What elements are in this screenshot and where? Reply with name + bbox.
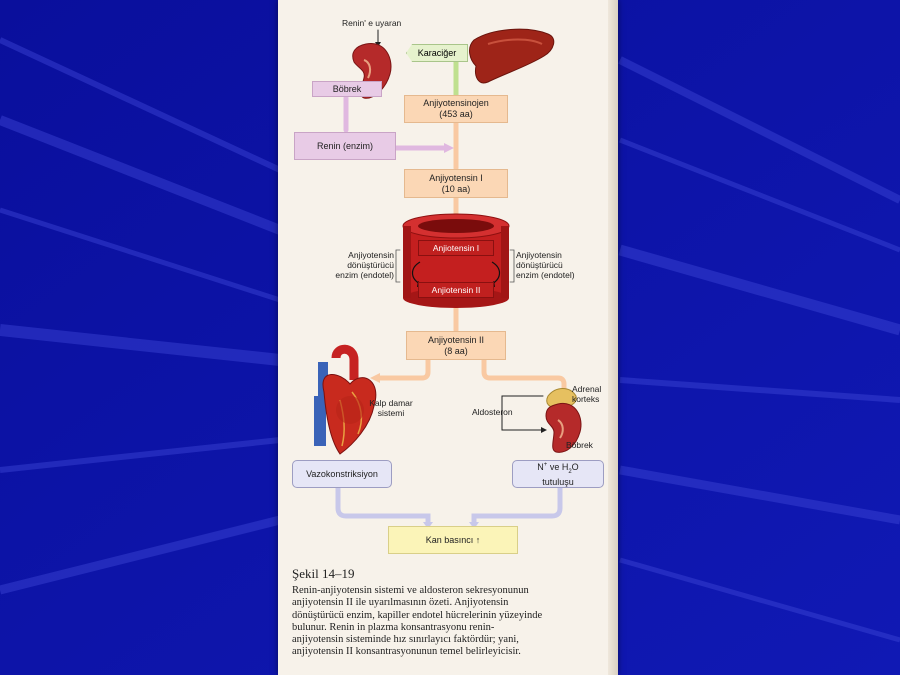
cardiovascular-line1: Kalp damar [369,398,413,408]
vessel-angiotensin-2-label: Anjiotensin II [418,282,494,298]
kidney-box: Böbrek [312,81,382,97]
sodium-water-retention-box: N+ ve H2O tutuluşu [512,460,604,488]
renin-stimulus-label: Renin' e uyaran [342,18,402,28]
retention-plus: + [543,461,548,468]
ace-left-line1: Anjiyotensin [348,250,394,260]
angiotensin-2-line1: Anjiyotensin II [427,334,485,345]
figure-caption: Şekil 14–19 Renin-anjiyotensin sistemi v… [292,566,592,659]
textbook-page: Renin' e uyaran Karaciğer Böbrek Anjiyot… [278,0,618,675]
retention-n: N [537,461,544,472]
ace-left-line2: dönüştürücü [347,260,394,270]
adrenal-cortex-label: Adrenal korteks [572,384,601,404]
cardiovascular-label: Kalp damar sistemi [366,398,416,418]
renin-enzyme-box: Renin (enzim) [294,132,396,160]
caption-title: Şekil 14–19 [292,566,355,581]
ace-right-line1: Anjiyotensin [516,250,562,260]
caption-line-1: Renin-anjiyotensin sistemi ve aldosteron… [292,585,529,596]
angiotensin-2-line2: (8 aa) [444,345,468,356]
ace-right-line2: dönüştürücü [516,260,563,270]
vasoconstriction-box: Vazokonstriksiyon [292,460,392,488]
angiotensin-1-box: Anjiyotensin I (10 aa) [404,169,508,198]
retention-line1: N+ ve H2O [537,460,578,478]
angiotensin-2-box: Anjiyotensin II (8 aa) [406,331,506,360]
caption-line-3: dönüştürücü enzim, kapiller endotel hücr… [292,609,543,621]
adrenal-line1: Adrenal [572,384,602,394]
vessel-angiotensin-1-label: Anjiotensin I [418,240,494,256]
liver-icon [469,28,555,84]
caption-line-2: anjiyotensin II ile uyarılmasının özeti.… [292,597,509,609]
aldosterone-label: Aldosteron [472,407,513,417]
retention-line2: tutuluşu [542,477,574,488]
angiotensinogen-line2: (453 aa) [439,109,473,119]
kidney-bottom-label: Böbrek [566,440,593,450]
ace-right-line3: enzim (endotel) [516,270,575,280]
angiotensinogen-box: Anjiyotensinojen (453 aa) [404,95,508,123]
retention-ve-h: ve H [547,461,569,472]
heart-icon [314,344,377,455]
caption-body: Renin-anjiyotensin sistemi ve aldosteron… [292,585,592,659]
page-edge [608,0,618,675]
caption-line-6: anjiyotensin II konsantrasyonunun temel … [292,646,521,658]
caption-line-4: bulunur. Renin in plazma konsantrasyonu … [292,621,495,633]
blood-pressure-box: Kan basıncı ↑ [388,526,518,554]
angiotensinogen-line1: Anjiyotensinojen [423,98,489,108]
ace-right-label: Anjiyotensin dönüştürücü enzim (endotel) [516,250,588,280]
adrenal-line2: korteks [572,394,600,404]
angiotensin-1-line2: (10 aa) [441,183,471,194]
caption-line-5: anjiyotensin sisteminde hız sınırlayıcı … [292,634,519,646]
cardiovascular-line2: sistemi [377,408,405,418]
raas-diagram-artwork [314,28,582,529]
retention-o: O [571,461,579,472]
retention-two: 2 [568,468,572,475]
liver-label: Karaciğer [406,44,468,62]
ace-left-label: Anjiyotensin dönüştürücü enzim (endotel) [322,250,394,280]
angiotensin-1-line1: Anjiyotensin I [429,172,483,183]
ace-left-line3: enzim (endotel) [335,270,394,280]
adrenal-kidney-icon [545,388,582,453]
